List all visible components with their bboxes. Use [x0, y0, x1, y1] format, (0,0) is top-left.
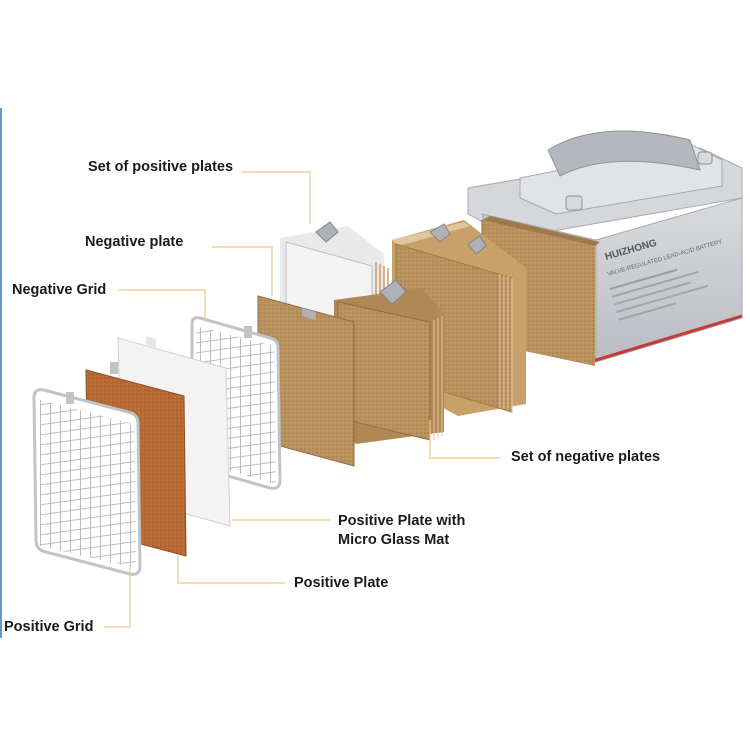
handle	[547, 130, 701, 177]
battery-spec-lines	[609, 268, 708, 321]
left-edge-bar	[0, 108, 2, 638]
label-positive-grid: Positive Grid	[4, 619, 94, 635]
label-positive-plate-glass-line2: Micro Glass Mat	[338, 532, 450, 548]
label-set-negative-plates: Set of negative plates	[511, 449, 661, 465]
label-positive-plate-glass-line1: Positive Plate with	[338, 513, 466, 529]
label-negative-grid: Negative Grid	[12, 282, 107, 298]
label-positive-plate: Positive Plate	[294, 575, 389, 591]
positive-grid	[32, 388, 142, 576]
middle-negative-stack	[334, 279, 444, 444]
label-set-positive-plates: Set of positive plates	[88, 159, 234, 175]
label-negative-plate: Negative plate	[85, 234, 184, 250]
leader-lines	[104, 171, 500, 628]
